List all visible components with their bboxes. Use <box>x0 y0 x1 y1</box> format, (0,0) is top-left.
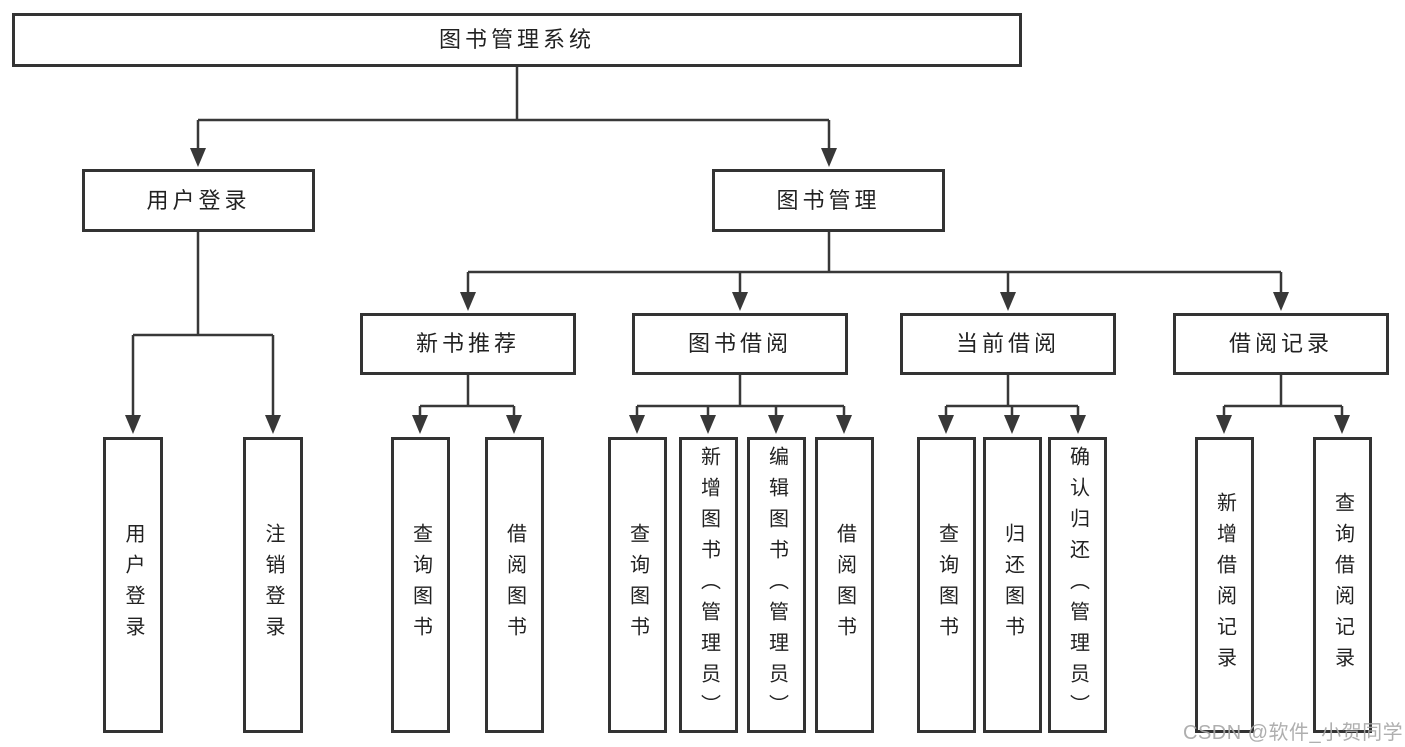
csdn-watermark: CSDN @软件_小贺同学 <box>1183 722 1404 744</box>
arrowhead-icons <box>125 148 1350 434</box>
node-label: 查询借阅记录 <box>1331 492 1354 678</box>
arrow-down-icon <box>265 415 281 434</box>
node-label: 新增图书（管理员） <box>697 445 720 725</box>
node-label: 归还图书 <box>1001 523 1024 647</box>
arrow-down-icon <box>1000 292 1016 311</box>
arrow-down-icon <box>768 415 784 434</box>
connector-user-login-branch <box>131 232 275 417</box>
node-label: 用户登录 <box>146 187 251 213</box>
leaf-borrow-add-books-admin: 新增图书（管理员） <box>679 437 738 733</box>
arrow-down-icon <box>629 415 645 434</box>
node-label: 确认归还（管理员） <box>1066 445 1089 725</box>
leaf-newbook-borrow-books: 借阅图书 <box>485 437 544 733</box>
arrow-down-icon <box>821 148 837 167</box>
node-label: 当前借阅 <box>955 331 1060 356</box>
leaf-borrow-edit-books-admin: 编辑图书（管理员） <box>747 437 806 733</box>
connector-book-management-branch <box>466 232 1283 294</box>
node-borrow-records: 借阅记录 <box>1173 313 1389 375</box>
node-label: 借阅记录 <box>1228 331 1333 356</box>
node-label: 图书借阅 <box>687 331 792 356</box>
leaf-current-return-books: 归还图书 <box>983 437 1042 733</box>
node-label: 查询图书 <box>409 523 432 647</box>
leaf-newbook-query-books: 查询图书 <box>391 437 450 733</box>
node-new-book-recommend: 新书推荐 <box>360 313 576 375</box>
connector-borrow-records-branch <box>1222 375 1344 417</box>
arrow-down-icon <box>732 292 748 311</box>
node-label: 图书管理 <box>776 187 881 213</box>
leaf-borrow-query-books: 查询图书 <box>608 437 667 733</box>
arrow-down-icon <box>506 415 522 434</box>
node-label: 借阅图书 <box>503 523 526 647</box>
arrow-down-icon <box>190 148 206 167</box>
node-book-borrow: 图书借阅 <box>632 313 848 375</box>
arrow-down-icon <box>1334 415 1350 434</box>
node-user-login: 用户登录 <box>82 169 315 232</box>
node-label: 编辑图书（管理员） <box>765 445 788 725</box>
arrow-down-icon <box>1216 415 1232 434</box>
node-label: 新书推荐 <box>415 331 520 356</box>
connector-new-book-branch <box>418 375 516 417</box>
arrow-down-icon <box>125 415 141 434</box>
node-label: 查询图书 <box>626 523 649 647</box>
arrow-down-icon <box>1004 415 1020 434</box>
leaf-current-confirm-return-admin: 确认归还（管理员） <box>1048 437 1107 733</box>
node-label: 用户登录 <box>122 523 144 647</box>
leaf-logout: 注销登录 <box>243 437 303 733</box>
leaf-current-query-books: 查询图书 <box>917 437 976 733</box>
node-label: 图书管理系统 <box>438 27 595 52</box>
arrow-down-icon <box>700 415 716 434</box>
node-label: 注销登录 <box>262 523 284 647</box>
arrow-down-icon <box>460 292 476 311</box>
leaf-records-query-borrow-record: 查询借阅记录 <box>1313 437 1372 733</box>
leaf-records-add-borrow-record: 新增借阅记录 <box>1195 437 1254 733</box>
arrow-down-icon <box>1273 292 1289 311</box>
node-label: 查询图书 <box>935 523 958 647</box>
arrow-down-icon <box>938 415 954 434</box>
node-label: 新增借阅记录 <box>1213 492 1236 678</box>
node-library-management-system: 图书管理系统 <box>12 13 1022 67</box>
connector-root-to-level2 <box>196 67 831 150</box>
leaf-user-login: 用户登录 <box>103 437 163 733</box>
connector-book-borrow-branch <box>635 375 846 417</box>
leaf-borrow-borrow-books: 借阅图书 <box>815 437 874 733</box>
arrow-down-icon <box>1070 415 1086 434</box>
node-current-borrow: 当前借阅 <box>900 313 1116 375</box>
arrow-down-icon <box>836 415 852 434</box>
node-book-management: 图书管理 <box>712 169 945 232</box>
connector-current-borrow-branch <box>944 375 1080 417</box>
arrow-down-icon <box>412 415 428 434</box>
node-label: 借阅图书 <box>833 523 856 647</box>
